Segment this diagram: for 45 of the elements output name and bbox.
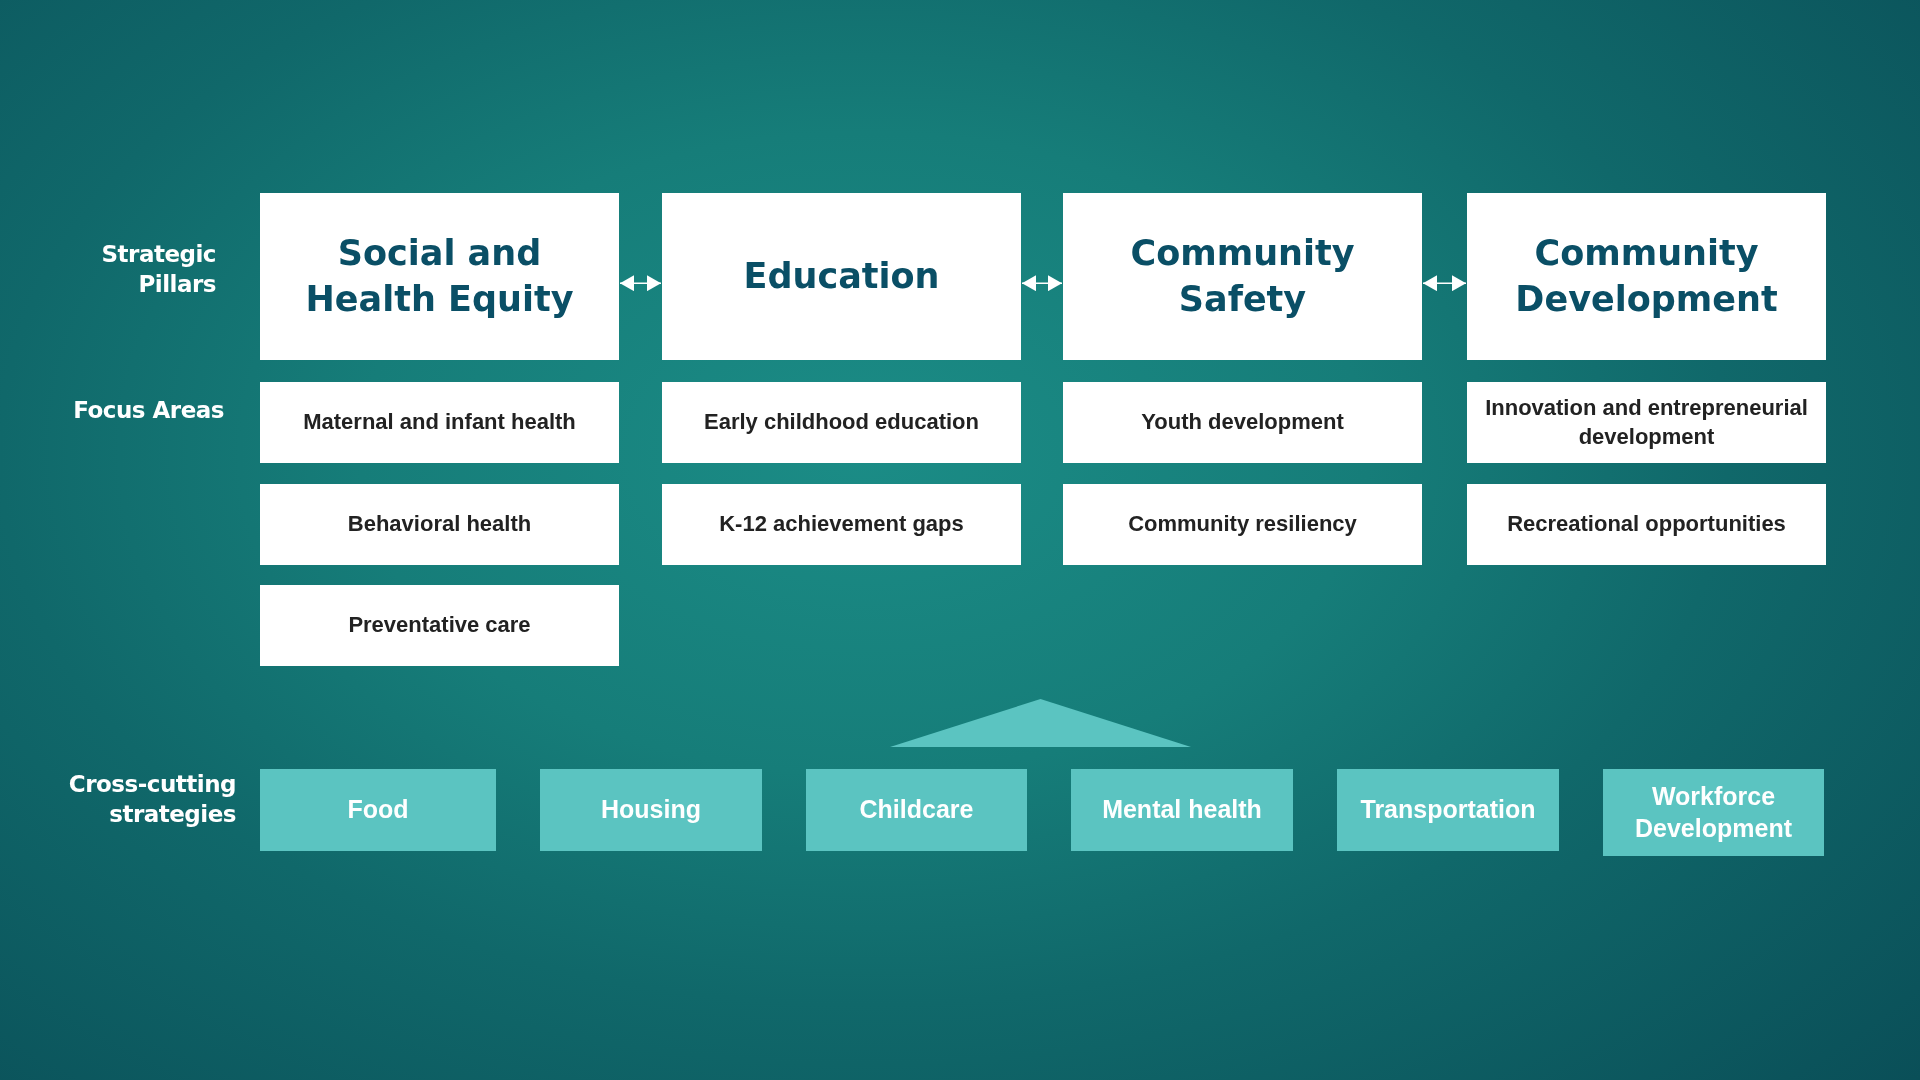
row-label: Focus Areas — [73, 396, 224, 425]
focus-area-card — [1063, 382, 1422, 463]
strategy-text: Food — [347, 794, 409, 826]
focus-area-card — [1467, 382, 1826, 463]
pillar-title: Community Development — [1514, 232, 1779, 321]
focus-area-card — [260, 484, 619, 565]
focus-area-text: K-12 achievement gaps — [719, 510, 964, 539]
strategy-card — [1603, 769, 1824, 856]
focus-area-card — [662, 484, 1021, 565]
focus-area-card — [1467, 484, 1826, 565]
pillar-title: Community Safety — [1129, 232, 1356, 321]
roof-triangle — [890, 699, 1191, 747]
strategy-card — [1337, 769, 1559, 851]
focus-area-text: Maternal and infant health — [303, 408, 576, 437]
double-arrow — [1021, 275, 1063, 292]
strategy-text: Mental health — [1102, 794, 1262, 826]
strategy-card — [1071, 769, 1293, 851]
focus-area-text: Early childhood education — [703, 408, 979, 437]
row-label: Cross-cutting strategies — [67, 770, 236, 829]
double-arrow — [619, 275, 662, 292]
strategy-card — [540, 769, 762, 851]
focus-area-text: Youth development — [1141, 408, 1344, 437]
pillar-card — [662, 193, 1021, 360]
strategy-card — [806, 769, 1027, 851]
focus-area-text: Behavioral health — [347, 510, 532, 539]
pillar-title: Social and Health Equity — [304, 232, 575, 321]
strategy-text: Housing — [601, 794, 701, 826]
strategy-text: Transportation — [1360, 794, 1536, 826]
focus-area-text: Recreational opportunities — [1507, 510, 1786, 539]
focus-area-text: Preventative care — [348, 611, 531, 640]
focus-area-card — [662, 382, 1021, 463]
pillar-card — [260, 193, 619, 360]
pillar-card — [1063, 193, 1422, 360]
double-arrow — [1422, 275, 1467, 292]
strategy-text: Childcare — [859, 794, 974, 826]
focus-area-card — [260, 585, 619, 666]
strategy-text: Workforce Development — [1634, 781, 1793, 844]
row-label: Strategic Pillars — [100, 240, 216, 299]
focus-area-text: Innovation and entrepreneurial development — [1484, 393, 1809, 451]
pillar-card — [1467, 193, 1826, 360]
focus-area-card — [1063, 484, 1422, 565]
focus-area-card — [260, 382, 619, 463]
strategy-card — [260, 769, 496, 851]
focus-area-text: Community resiliency — [1128, 510, 1357, 539]
pillar-title: Education — [743, 254, 940, 298]
